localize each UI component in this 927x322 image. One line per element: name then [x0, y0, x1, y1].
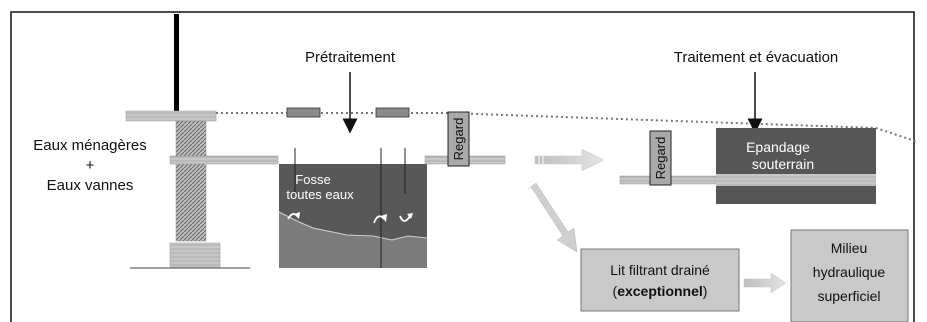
pretraitement-label: Prétraitement — [305, 49, 396, 66]
fosse-label-line2: toutes eaux — [286, 187, 354, 202]
swirl-arrow-right-head — [407, 213, 413, 219]
traitement-label: Traitement et évacuation — [674, 49, 839, 66]
epandage-drain — [716, 174, 876, 186]
epandage-label-line2: souterrain — [752, 156, 814, 172]
regard-box-2 — [649, 130, 672, 186]
house-mid-slab — [169, 155, 279, 165]
regard-label-2: Regard — [653, 137, 668, 180]
regard-box-1 — [447, 111, 470, 167]
flow-arrow-milieu — [743, 272, 787, 294]
flow-arrow-right — [534, 148, 605, 172]
dotted-ground-line — [216, 112, 919, 143]
milieu-label-line1: Milieu — [831, 240, 868, 256]
frame — [10, 11, 915, 322]
lid-right — [375, 107, 410, 118]
vent-pipe — [174, 14, 179, 114]
house-column — [175, 120, 207, 242]
epandage-label-line1: Epandage — [746, 139, 810, 155]
swirl-arrow-mid-head — [381, 214, 387, 222]
eaux-vannes-label: Eaux vannes — [47, 177, 134, 194]
swirl-arrow-right-icon — [399, 215, 411, 222]
house-foundation — [169, 242, 221, 268]
milieu-label-line3: superficiel — [817, 288, 880, 304]
lit-filtrant-line1: Lit filtrant drainé — [610, 262, 710, 278]
fosse-sludge-line — [278, 211, 428, 241]
house-top-slab — [125, 110, 217, 122]
regard-label-1: Regard — [451, 118, 466, 161]
swirl-arrow-left-head — [294, 212, 300, 219]
plus-label: + — [86, 157, 95, 174]
fosse-label-line1: Fosse — [295, 172, 330, 187]
lid-left — [286, 107, 321, 118]
lit-filtrant-box — [580, 248, 740, 312]
lit-filtrant-line2: (exceptionnel) — [613, 283, 708, 299]
flow-arrow-diagonal — [527, 182, 578, 253]
milieu-label-line2: hydraulique — [813, 264, 886, 280]
fosse-sludge — [279, 212, 427, 268]
eaux-menageres-label: Eaux ménagères — [33, 137, 146, 154]
epandage-box — [716, 128, 876, 204]
milieu-box — [790, 229, 909, 322]
